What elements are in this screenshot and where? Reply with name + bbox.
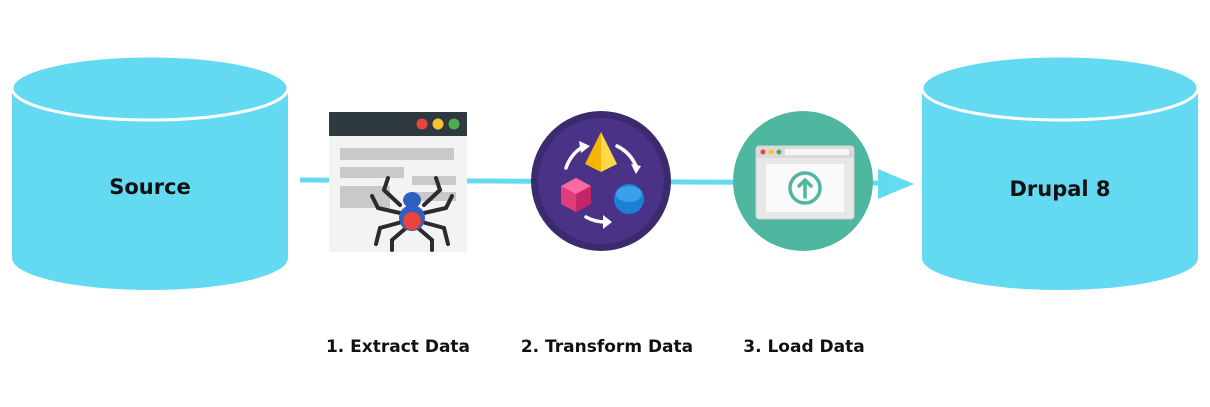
transform-shapes-icon [531, 111, 671, 251]
source-database: Source [10, 54, 290, 290]
step-label-load: 3. Load Data [743, 337, 864, 357]
source-label: Source [109, 175, 191, 199]
step-label-extract: 1. Extract Data [326, 337, 470, 357]
target-label: Drupal 8 [1009, 177, 1110, 201]
spider-icon [370, 176, 454, 252]
spider-crawler-browser-icon [329, 112, 467, 252]
upload-browser-icon [733, 111, 873, 251]
step-label-transform: 2. Transform Data [521, 337, 693, 357]
target-database: Drupal 8 [920, 54, 1200, 290]
